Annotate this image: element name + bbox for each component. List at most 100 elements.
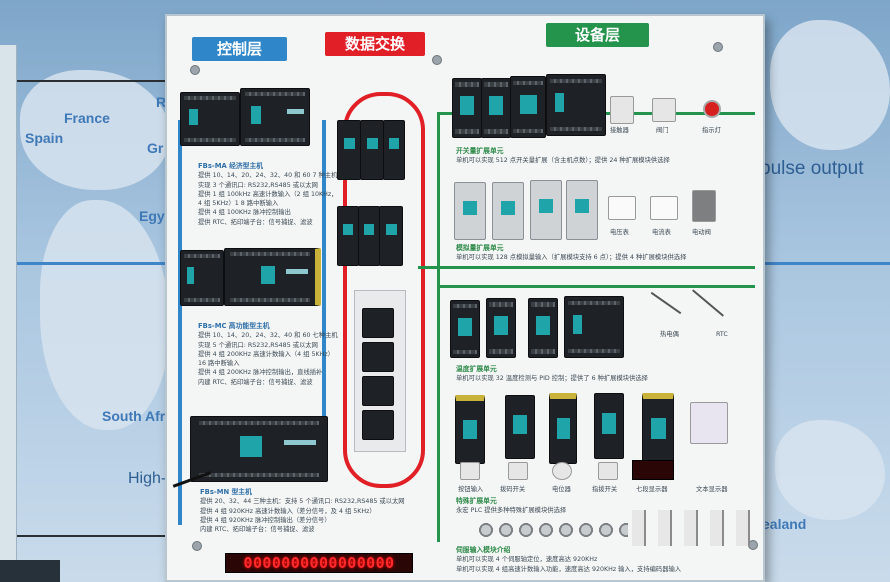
caption-fbs-mn-line: 提供 4 组 920KHz 脉冲控制输出（差分信号） xyxy=(200,516,331,524)
encoder-row xyxy=(478,522,628,538)
analog-expansion-module xyxy=(454,182,486,240)
digital-expansion-module xyxy=(452,78,482,138)
motorized-valve xyxy=(692,190,716,222)
digital-expansion-module xyxy=(510,76,546,138)
caption-digital-title: 开关量扩展单元 xyxy=(456,147,504,155)
special-expansion-module xyxy=(642,393,674,464)
map-continent-africa xyxy=(40,200,170,430)
screw xyxy=(192,541,202,551)
map-cable xyxy=(15,535,165,537)
special-expansion-module xyxy=(594,393,624,459)
caption-motion: 伺服输入模块介绍 单机可以实现 4 个伺服轴定位，速度高达 920KHz 单机可… xyxy=(456,546,681,574)
caption-fbs-mc: FBs-MC 高功能型主机 提供 10、14、20、24、32、40 和 60 … xyxy=(198,322,338,387)
map-cable xyxy=(15,80,165,82)
plc-fbs-mc-unit-2 xyxy=(224,248,321,306)
plc-fbs-ma-unit-1 xyxy=(180,92,240,146)
caption-fbs-ma-line: 提供 10、14、20、24、32、40 和 60 7 种主机 xyxy=(198,172,338,180)
device-bus-green-h3 xyxy=(437,285,755,288)
left-panel-edge-lower xyxy=(0,560,60,582)
caption-temperature-title: 温度扩展单元 xyxy=(456,365,497,373)
map-label-egypt: Egy xyxy=(139,208,165,224)
special-expansion-module xyxy=(549,393,577,464)
special-expansion-module xyxy=(505,395,535,459)
potentiometer xyxy=(552,462,572,480)
thumbwheel-switch xyxy=(598,462,618,480)
analog-item-label: 电压表 xyxy=(610,229,629,236)
special-item-label: 电位器 xyxy=(552,486,571,493)
comm-module xyxy=(360,120,384,180)
digital-expansion-module xyxy=(481,78,511,138)
caption-temperature-desc: 单机可以实现 32 温度检测与 PID 控制；提供了 6 种扩展模块供选择 xyxy=(456,375,648,383)
push-button-input xyxy=(460,462,480,480)
caption-fbs-mn-line: 提供 4 组 920KHz 高速计数输入（差分信号，及 4 组 5KHz） xyxy=(200,507,376,515)
caption-fbs-mn-line: 内建 RTC、拓印端子台：信号捕捉、滤波 xyxy=(200,526,315,534)
caption-motion-line: 单机可以实现 4 个伺服轴定位，速度高达 920KHz xyxy=(456,556,598,564)
caption-fbs-mn-line: 提供 20、32、44 三种主机：支持 5 个通讯口: RS232,RS485 … xyxy=(200,498,405,506)
control-bus-blue xyxy=(178,120,182,525)
map-label-spain: Spain xyxy=(25,130,64,146)
temperature-expansion-module xyxy=(486,298,516,358)
header-data-exchange: 数据交换 xyxy=(325,32,425,56)
special-item-label: 文本显示器 xyxy=(696,486,728,493)
special-expansion-module xyxy=(455,395,485,464)
analog-item-label: 电动阀 xyxy=(692,229,711,236)
map-label-france: France xyxy=(64,110,110,126)
caption-analog-expansion: 模拟量扩展单元 单机可以实现 128 点模拟量输入（扩展模块支持 6 点）；提供… xyxy=(456,244,686,263)
caption-fbs-ma-line: 提供 4 组 100KHz 脉冲控制输出 xyxy=(198,209,291,217)
left-panel-edge xyxy=(0,45,17,582)
caption-fbs-ma-line: 4 组 5KHz）1 8 路中断输入 xyxy=(198,200,279,208)
caption-fbs-mc-line: 提供 4 组 200KHz 高速计数输入（4 组 5KHz） xyxy=(198,350,334,358)
analog-expansion-module xyxy=(566,180,598,240)
device-bus-green-h2 xyxy=(418,266,755,269)
map-label-high: High- xyxy=(128,470,167,487)
header-control-layer: 控制层 xyxy=(192,37,287,61)
caption-digital-desc: 单机可以实现 512 点开关量扩展（含主机点数）；提供 24 种扩展模块供选择 xyxy=(456,157,670,165)
caption-fbs-ma-line: 实现 3 个通讯口: RS232,RS485 或以太网 xyxy=(198,181,318,189)
valve-device xyxy=(652,98,676,122)
temperature-expansion-module xyxy=(450,300,480,358)
caption-fbs-ma-line: 提供 RTC、拓印端子台：信号捕捉、滤波 xyxy=(198,218,313,226)
contactor-device xyxy=(610,96,634,124)
comm-board xyxy=(362,376,394,406)
seven-segment-counter-display: 0000000000000000 xyxy=(225,553,413,573)
text-display-panel xyxy=(690,402,728,444)
digital-item-label: 阀门 xyxy=(656,127,669,134)
plc-fbs-mc-unit-1 xyxy=(180,250,224,306)
comm-module xyxy=(383,120,405,180)
header-device-layer: 设备层 xyxy=(546,23,649,47)
map-label-greece: Gr xyxy=(147,140,164,156)
caption-motion-title: 伺服输入模块介绍 xyxy=(456,546,511,554)
caption-analog-title: 模拟量扩展单元 xyxy=(456,244,504,252)
comm-module xyxy=(358,206,380,266)
special-item-label: 指拨开关 xyxy=(592,486,618,493)
comm-board xyxy=(362,308,394,338)
plc-fbs-ma-unit-2 xyxy=(240,88,310,146)
voltmeter xyxy=(608,196,636,220)
caption-fbs-ma-title: FBs-MA 经济型主机 xyxy=(198,162,264,170)
screw xyxy=(713,42,723,52)
map-continent-europe xyxy=(20,70,170,190)
seven-segment-display xyxy=(632,460,674,480)
caption-fbs-mn-title: FBs-MN 型主机 xyxy=(200,488,252,496)
comm-board xyxy=(362,342,394,372)
caption-fbs-ma-line: 提供 1 组 100kHz 高速计数输入（2 组 10KHz， xyxy=(198,190,338,198)
caption-motion-line: 单机可以实现 4 组高速计数输入功能，速度高达 920KHz 输入，支持编码器输… xyxy=(456,565,682,573)
screw xyxy=(190,65,200,75)
caption-digital-expansion: 开关量扩展单元 单机可以实现 512 点开关量扩展（含主机点数）；提供 24 种… xyxy=(456,147,670,166)
caption-fbs-mc-line: 16 路中断输入 xyxy=(198,360,240,368)
digital-item-label: 接触器 xyxy=(610,127,629,134)
plc-fbs-mn-unit xyxy=(190,416,328,482)
screw xyxy=(432,55,442,65)
map-label-pulse-output: pulse output xyxy=(760,158,864,179)
temperature-item-label: 热电偶 xyxy=(660,331,679,338)
special-item-label: 拨码开关 xyxy=(500,486,526,493)
comm-board xyxy=(362,410,394,440)
caption-special-title: 特殊扩展单元 xyxy=(456,497,497,505)
digital-item-label: 指示灯 xyxy=(702,127,721,134)
temperature-expansion-module xyxy=(528,298,558,358)
caption-fbs-mc-line: 内建 RTC、拓印端子台：信号捕捉、滤波 xyxy=(198,378,313,386)
map-label-r: R xyxy=(156,94,167,110)
analog-expansion-module xyxy=(492,182,524,240)
data-ring-red xyxy=(343,92,425,488)
caption-fbs-mc-line: 提供 4 组 200KHz 脉冲控制输出，直线插补 xyxy=(198,369,323,377)
